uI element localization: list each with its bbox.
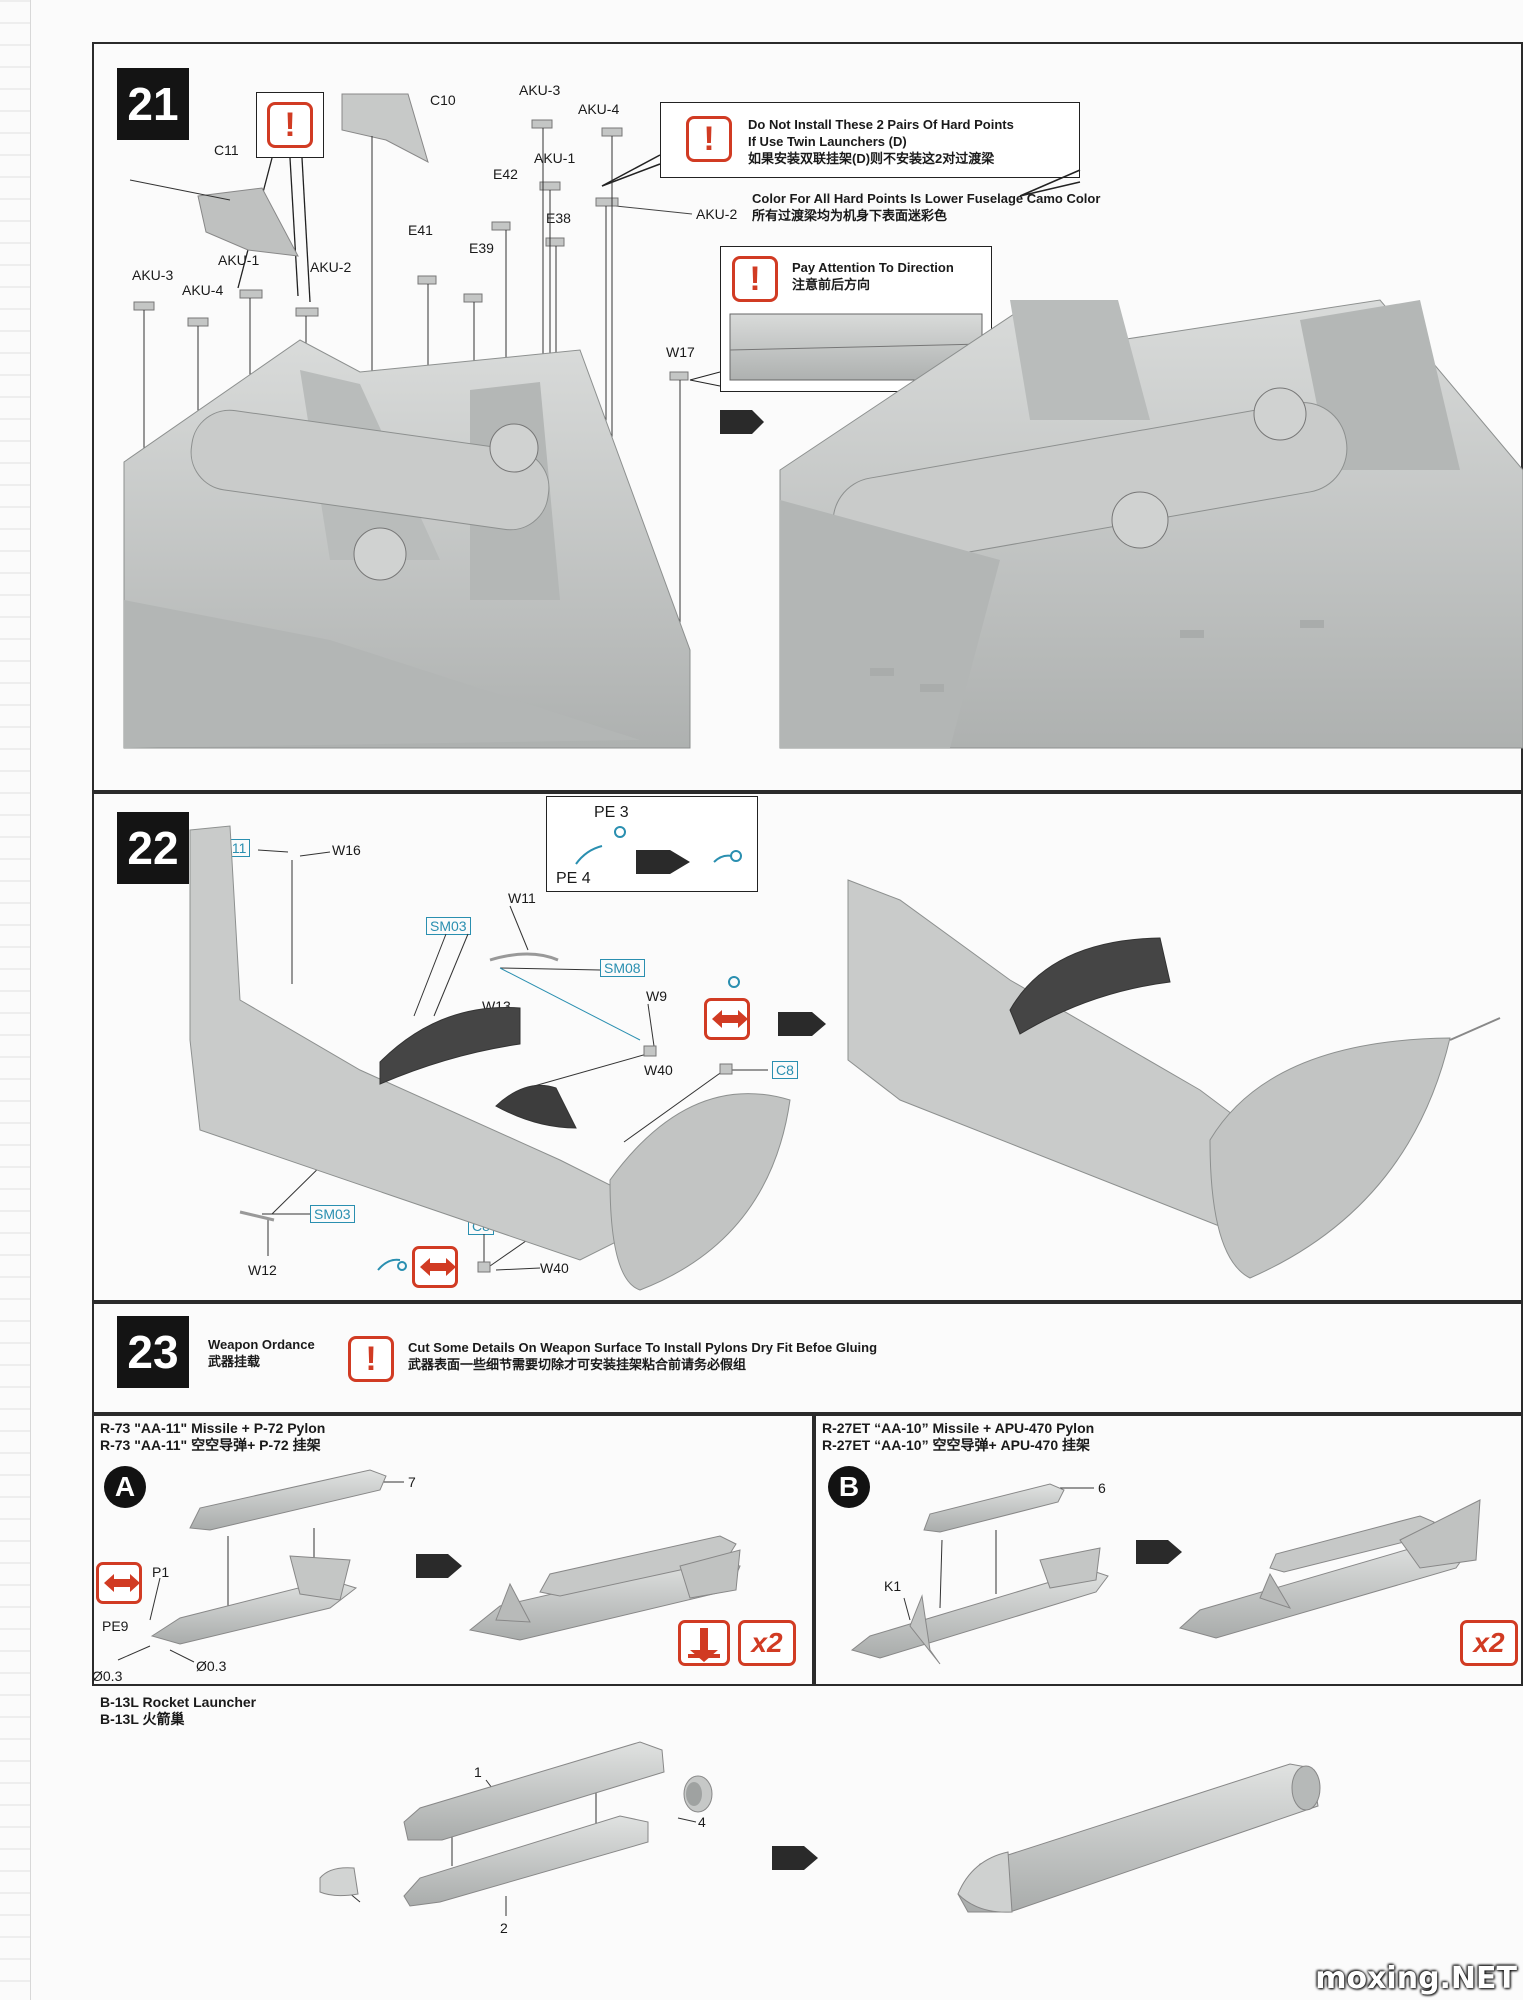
part-label-aku1-top: AKU-1 xyxy=(534,150,576,166)
sub-panel-a xyxy=(92,1414,814,1686)
step-21-panel xyxy=(92,42,1523,792)
sub-b-letter: B xyxy=(828,1466,870,1508)
step-23-number: 23 xyxy=(117,1316,189,1388)
pylon-apu470 xyxy=(923,1483,1065,1533)
note-twin-launchers-en-b: If Use Twin Launchers (D) xyxy=(748,134,907,149)
drill-size-right: Ø0.3 xyxy=(196,1658,227,1674)
part-label-1: 1 xyxy=(474,1764,482,1780)
rocket-half-1 xyxy=(403,1741,665,1841)
rocket-half-2 xyxy=(403,1815,649,1907)
cockpit-nose-left xyxy=(189,825,791,1291)
part-label-e39: E39 xyxy=(469,240,494,256)
part-label-aku2-top: AKU-2 xyxy=(696,206,738,222)
sub-panel-b xyxy=(814,1414,1523,1686)
note-twin-launchers-en-a: Do Not Install These 2 Pairs Of Hard Poi… xyxy=(748,117,1014,132)
step-21-illustration xyxy=(123,93,1523,749)
part-label-c11: C11 xyxy=(214,142,239,158)
part-label-aku4-top: AKU-4 xyxy=(578,101,620,117)
note-twin-launchers-cn: 如果安装双联挂架(D)则不安装这2对过渡梁 xyxy=(748,151,995,166)
step-22-illustration xyxy=(189,825,1501,1291)
part-label-7: 7 xyxy=(408,1474,416,1490)
part-label-e38: E38 xyxy=(546,210,571,226)
part-label-6: 6 xyxy=(1098,1480,1106,1496)
part-label-w11: W11 xyxy=(508,890,536,906)
missile-r27et-assembled xyxy=(1178,1499,1481,1639)
airframe-underside-left xyxy=(123,339,691,749)
part-label-4: 4 xyxy=(698,1814,706,1830)
sub-b-title-en: R-27ET “AA-10” Missile + APU-470 Pylon xyxy=(822,1420,1095,1436)
missile-r73-assembled xyxy=(468,1535,741,1641)
rocket-launcher-assembled xyxy=(957,1763,1321,1913)
weapon-cut-note-en: Cut Some Details On Weapon Surface To In… xyxy=(408,1340,878,1355)
sub-a-letter: A xyxy=(104,1466,146,1508)
part-label-w16: W16 xyxy=(332,842,361,858)
part-label-w40-top: W40 xyxy=(644,1062,673,1078)
part-label-p1: P1 xyxy=(152,1564,170,1580)
part-label-aku3-left: AKU-3 xyxy=(132,267,174,283)
part-label-sm03-top: SM03 xyxy=(426,917,471,935)
step-22-panel xyxy=(92,792,1523,1302)
part-label-e41: E41 xyxy=(408,222,433,238)
note-hardpoint-color-en: Color For All Hard Points Is Lower Fusel… xyxy=(752,191,1101,206)
rocket-title-en: B-13L Rocket Launcher xyxy=(100,1694,257,1710)
note-hardpoint-color-cn: 所有过渡梁均为机身下表面迷彩色 xyxy=(752,208,948,223)
pylon-p72 xyxy=(189,1469,387,1531)
part-label-aku2-left: AKU-2 xyxy=(310,259,352,275)
cockpit-nose-right xyxy=(847,879,1501,1279)
rocket-cap-4 xyxy=(683,1775,713,1813)
part-label-w12: W12 xyxy=(248,1262,277,1278)
weapon-ordnance-title-en: Weapon Ordance xyxy=(208,1337,315,1352)
weapon-ordnance-title-cn: 武器挂载 xyxy=(208,1354,261,1369)
part-label-w9: W9 xyxy=(646,988,667,1004)
part-label-c8-top: C8 xyxy=(772,1061,798,1079)
binding-edge xyxy=(0,0,31,2000)
pe-detail-frame xyxy=(546,796,758,892)
part-label-aku1-left: AKU-1 xyxy=(218,252,260,268)
part-label-pe3: PE 3 xyxy=(594,804,629,821)
quantity-badge-b: x2 xyxy=(1460,1620,1518,1666)
part-label-w17: W17 xyxy=(666,344,695,360)
warning-icon: ! xyxy=(732,256,778,302)
part-label-2: 2 xyxy=(500,1920,508,1936)
part-label-e42: E42 xyxy=(493,166,518,182)
part-label-w40-bottom: W40 xyxy=(540,1260,569,1276)
warning-icon: ! xyxy=(348,1336,394,1382)
part-c11 xyxy=(197,187,299,257)
quantity-badge-a: x2 xyxy=(738,1620,796,1666)
airframe-underside-right xyxy=(779,299,1523,749)
part-label-c10: C10 xyxy=(430,92,456,108)
drill-size-left: Ø0.3 xyxy=(92,1668,123,1684)
missile-r73-parts xyxy=(150,1555,358,1645)
part-c10 xyxy=(341,93,429,163)
step-23-panel xyxy=(92,1302,1523,1414)
step-22-number: 22 xyxy=(117,812,189,884)
part-label-sm08: SM08 xyxy=(600,959,645,977)
step-21-number: 21 xyxy=(117,68,189,140)
note-direction-cn: 注意前后方向 xyxy=(792,277,871,292)
sub-b-title-cn: R-27ET “AA-10” 空空导弹+ APU-470 挂架 xyxy=(822,1437,1091,1453)
weapon-cut-note-cn: 武器表面一些细节需要切除才可安装挂架粘合前请务必假组 xyxy=(408,1357,747,1372)
sub-a-title-cn: R-73 "AA-11" 空空导弹+ P-72 挂架 xyxy=(100,1437,321,1453)
part-label-k1: K1 xyxy=(884,1578,902,1594)
warning-icon: ! xyxy=(267,102,313,148)
part-label-pe9: PE9 xyxy=(102,1618,129,1634)
part-label-pe4: PE 4 xyxy=(556,870,591,887)
note-direction-en: Pay Attention To Direction xyxy=(792,260,954,275)
rocket-title-cn: B-13L 火箭巢 xyxy=(100,1711,185,1727)
part-label-aku3-top: AKU-3 xyxy=(519,82,561,98)
warning-icon: ! xyxy=(686,116,732,162)
rocket-nose-3 xyxy=(319,1867,359,1897)
missile-r27et-parts xyxy=(850,1547,1109,1665)
watermark: moxing.NET xyxy=(1315,1961,1517,1996)
sub-a-title-en: R-73 "AA-11" Missile + P-72 Pylon xyxy=(100,1420,326,1436)
part-label-sm03-bottom: SM03 xyxy=(310,1205,355,1223)
part-label-aku4-left: AKU-4 xyxy=(182,282,224,298)
